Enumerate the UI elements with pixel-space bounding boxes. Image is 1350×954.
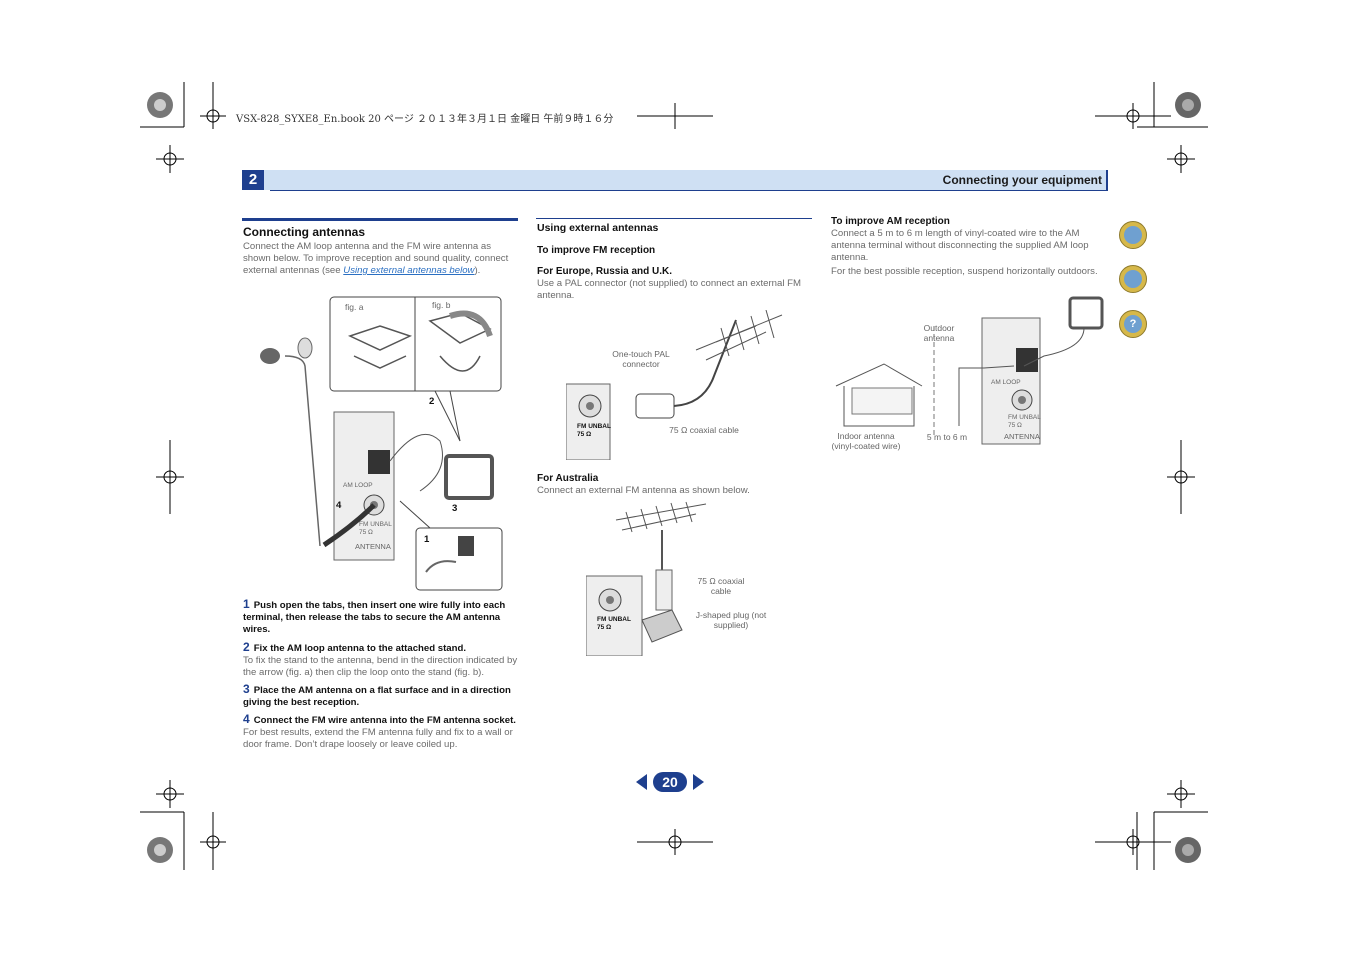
book-icon[interactable] [1119,221,1147,249]
callout-4: 4 [336,500,342,511]
external-antennas-link[interactable]: Using external antennas below [343,265,475,276]
section-heading: Connecting antennas [243,225,366,239]
am-reception-heading: To improve AM reception [831,216,950,227]
fm-unbal-label: FM UNBAL [359,521,392,528]
length-caption: 5 m to 6 m [926,432,968,442]
fm-unbal-label-right: FM UNBAL [1008,414,1041,421]
fm-reception-heading: To improve FM reception [537,245,656,256]
au-heading: For Australia [537,473,599,484]
au-body: Connect an external FM antenna as shown … [537,485,750,496]
am-p1: Connect a 5 m to 6 m length of vinyl-coa… [831,228,1089,263]
chapter-number: 2 [242,170,264,190]
chapter-rule [270,190,1108,191]
indoor-antenna-caption: Indoor antenna (vinyl-coated wire) [831,431,901,451]
callout-1: 1 [424,534,430,545]
au-cable-caption: 75 Ω coaxial cable [697,576,745,596]
eu-fm-antenna-figure [566,310,783,460]
intro-post: ). [474,265,481,276]
outdoor-antenna-caption: Outdoor antenna [923,323,955,343]
eu-ohm: 75 Ω [577,431,592,438]
remote-icon[interactable] [1119,265,1147,293]
am-p2: For the best possible reception, suspend… [831,266,1098,277]
section-rule [536,218,812,219]
au-fm-unbal: FM UNBAL [597,616,631,623]
am-antenna-figure [835,296,1104,445]
am-loop-label-right: AM LOOP [991,379,1021,386]
next-page-arrow-icon[interactable] [693,774,704,790]
pager: 20 [636,772,704,792]
callout-2: 2 [429,396,435,407]
eu-body: Use a PAL connector (not supplied) to co… [537,278,801,301]
eu-fm-unbal: FM UNBAL [577,423,611,430]
au-fm-antenna-figure [586,501,707,656]
eu-heading: For Europe, Russia and U.K. [537,266,673,277]
print-header: VSX-828_SYXE8_En.book 20 ページ ２０１３年３月１日 金… [236,114,614,125]
page-number: 20 [653,772,687,792]
intro-pre: Connect the AM loop antenna and the FM w… [243,241,509,276]
antenna-label-right: ANTENNA [1004,432,1040,441]
fig-a-label: fig. a [345,302,364,312]
antenna-connection-figure [260,296,503,591]
pal-connector-caption: One-touch PAL connector [612,349,670,369]
ohm-label-right: 75 Ω [1008,422,1022,429]
step-4-body: For best results, extend the FM antenna … [243,727,513,750]
external-antennas-heading: Using external antennas [537,222,659,234]
j-plug-caption: J-shaped plug (not supplied) [695,610,767,630]
chapter-bar [242,170,1108,190]
previous-page-arrow-icon[interactable] [636,774,647,790]
antenna-label: ANTENNA [355,542,391,551]
eu-cable-caption: 75 Ω coaxial cable [669,425,739,435]
fig-b-label: fig. b [432,300,451,310]
step-2-body: To fix the stand to the antenna, bend in… [243,655,518,678]
callout-3: 3 [452,503,458,514]
intro-text: Connect the AM loop antenna and the FM w… [243,241,515,277]
am-loop-label: AM LOOP [343,482,373,489]
section-rule [242,218,518,221]
chapter-rule-end [1106,170,1108,191]
ohm-label: 75 Ω [359,529,373,536]
chapter-title: Connecting your equipment [942,173,1102,187]
help-icon[interactable]: ? [1119,310,1147,338]
au-ohm: 75 Ω [597,624,612,631]
